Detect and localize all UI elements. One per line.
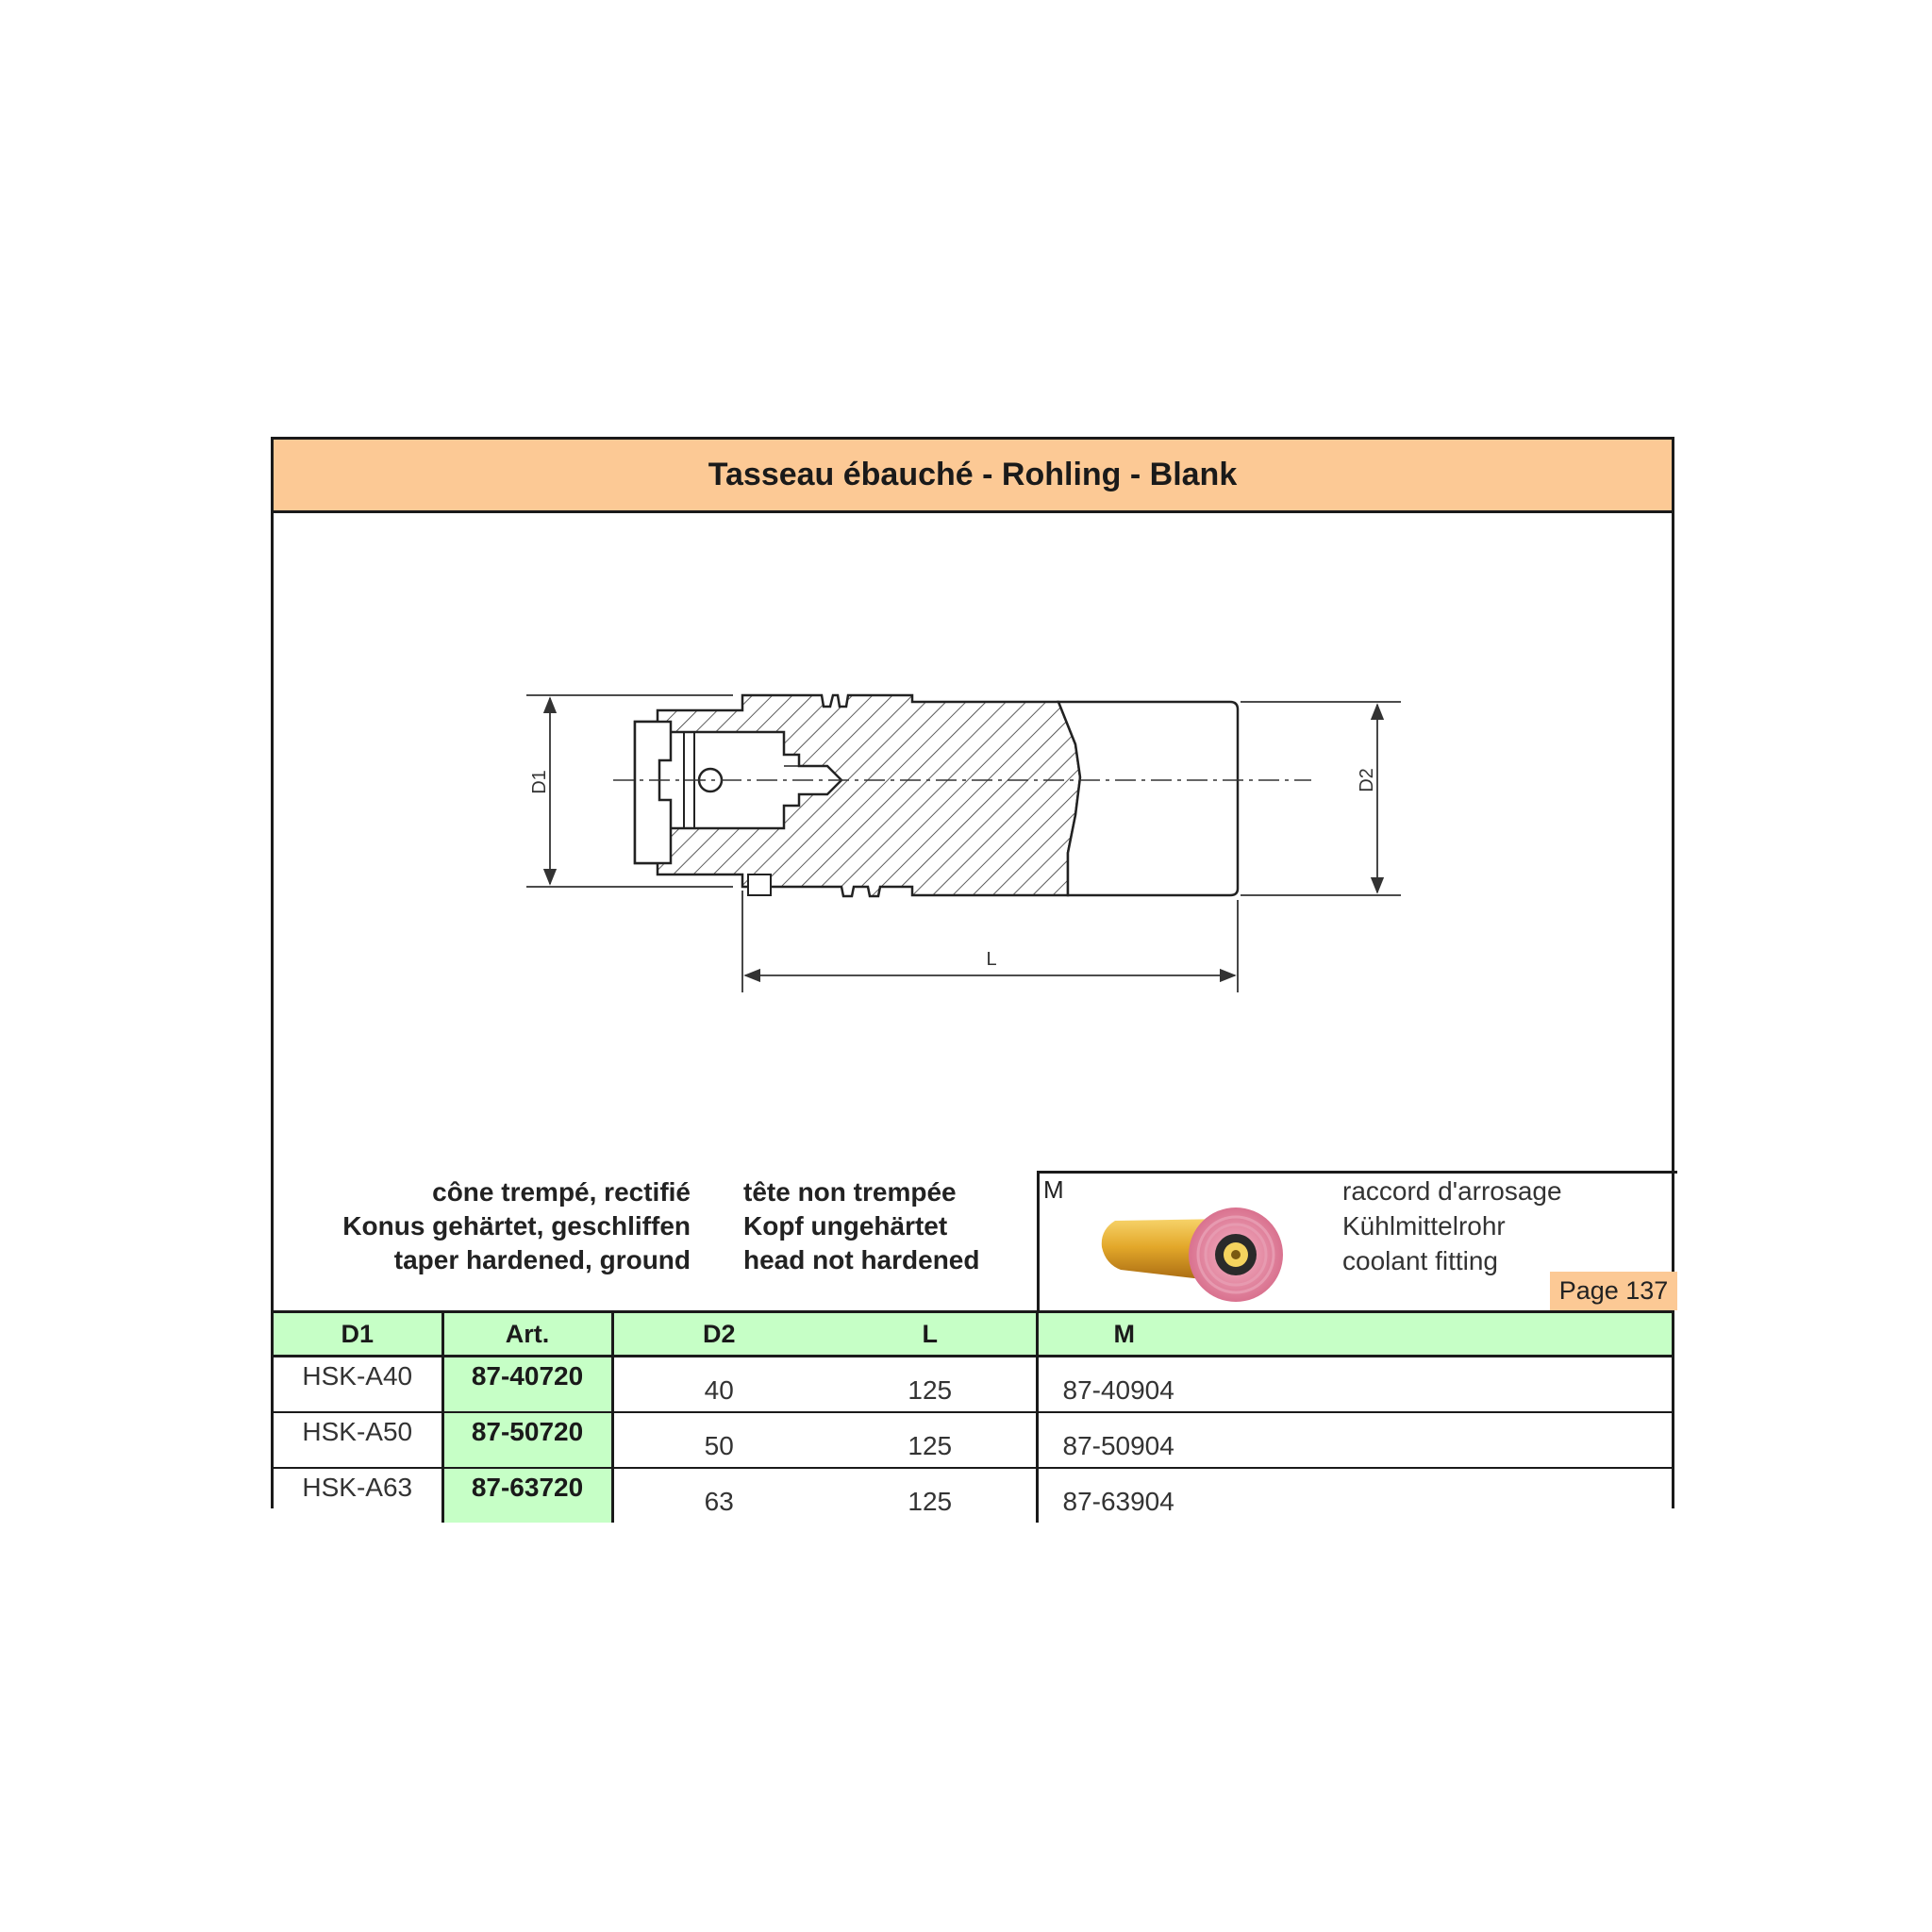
table-row: HSK-A40 87-40720 40 125 87-40904 [274,1356,1672,1413]
l-label: L [986,949,996,970]
cell-l: 125 [908,1487,953,1516]
col-header-l: L [824,1310,1037,1357]
cell-art: 87-50720 [441,1412,612,1469]
drive-slot [747,874,772,896]
cell-d1: HSK-A40 [274,1356,442,1413]
technical-drawing: D1 D2 L [526,693,1401,992]
d1-label: D1 [529,770,550,794]
coolant-fitting-icon [1101,1208,1283,1302]
cell-m: 87-40904 [1035,1356,1672,1413]
cell-art: 87-63720 [441,1468,612,1523]
table-row: HSK-A50 87-50720 50 125 87-50904 [274,1412,1672,1469]
cell-d1: HSK-A63 [302,1473,413,1502]
accessory-box: M raccord d'arrosage Kühlmittelrohr cool… [1037,1171,1677,1310]
cell-d1: HSK-A50 [274,1412,442,1469]
cell-d2: 50 [610,1412,824,1469]
cell-m: 87-63904 [1035,1468,1672,1523]
accessory-name-en: coolant fitting [1342,1246,1498,1275]
blank-stock [1057,700,1240,897]
cell-l: 125 [824,1412,1037,1469]
accessory-code-label: M [1043,1175,1064,1204]
table-header-row: D1 Art. D2 L M [274,1310,1672,1357]
cell-d2: 63 [610,1468,824,1523]
cell-d2: 40 [610,1356,824,1413]
head-note-de: Kopf ungehärtet [743,1211,948,1241]
cell-m: 87-50904 [1035,1412,1672,1469]
title-bar: Tasseau ébauché - Rohling - Blank [274,440,1672,513]
accessory-names: raccord d'arrosage Kühlmittelrohr coolan… [1342,1174,1562,1278]
table-row: HSK-A63 87-63720 63 125 87-63904 [274,1468,1672,1523]
accessory-name-de: Kühlmittelrohr [1342,1211,1506,1241]
col-header-d1: D1 [274,1310,442,1357]
col-header-d2: D2 [610,1310,824,1357]
taper-note-de: Konus gehärtet, geschliffen [342,1211,691,1241]
head-note-en: head not hardened [743,1245,980,1274]
d2-label: D2 [1357,768,1377,792]
taper-note-fr: cône trempé, rectifié [432,1177,691,1207]
page-title: Tasseau ébauché - Rohling - Blank [708,457,1238,492]
page-reference-link[interactable]: Page 137 [1550,1272,1677,1310]
col-header-art: Art. [441,1310,612,1357]
cell-art: 87-40720 [441,1356,612,1413]
col-header-m: M [1035,1310,1672,1357]
spec-table: D1 Art. D2 L M HSK-A40 87-40720 40 125 8… [274,1310,1672,1523]
accessory-name-fr: raccord d'arrosage [1342,1176,1562,1206]
taper-note-en: taper hardened, ground [393,1245,691,1274]
product-sheet: Tasseau ébauché - Rohling - Blank [271,437,1677,1523]
front-face [633,720,673,865]
head-notes: tête non trempée Kopf ungehärtet head no… [743,1175,1026,1277]
taper-notes: cône trempé, rectifié Konus gehärtet, ge… [274,1175,691,1277]
cell-l: 125 [824,1356,1037,1413]
head-note-fr: tête non trempée [743,1177,957,1207]
